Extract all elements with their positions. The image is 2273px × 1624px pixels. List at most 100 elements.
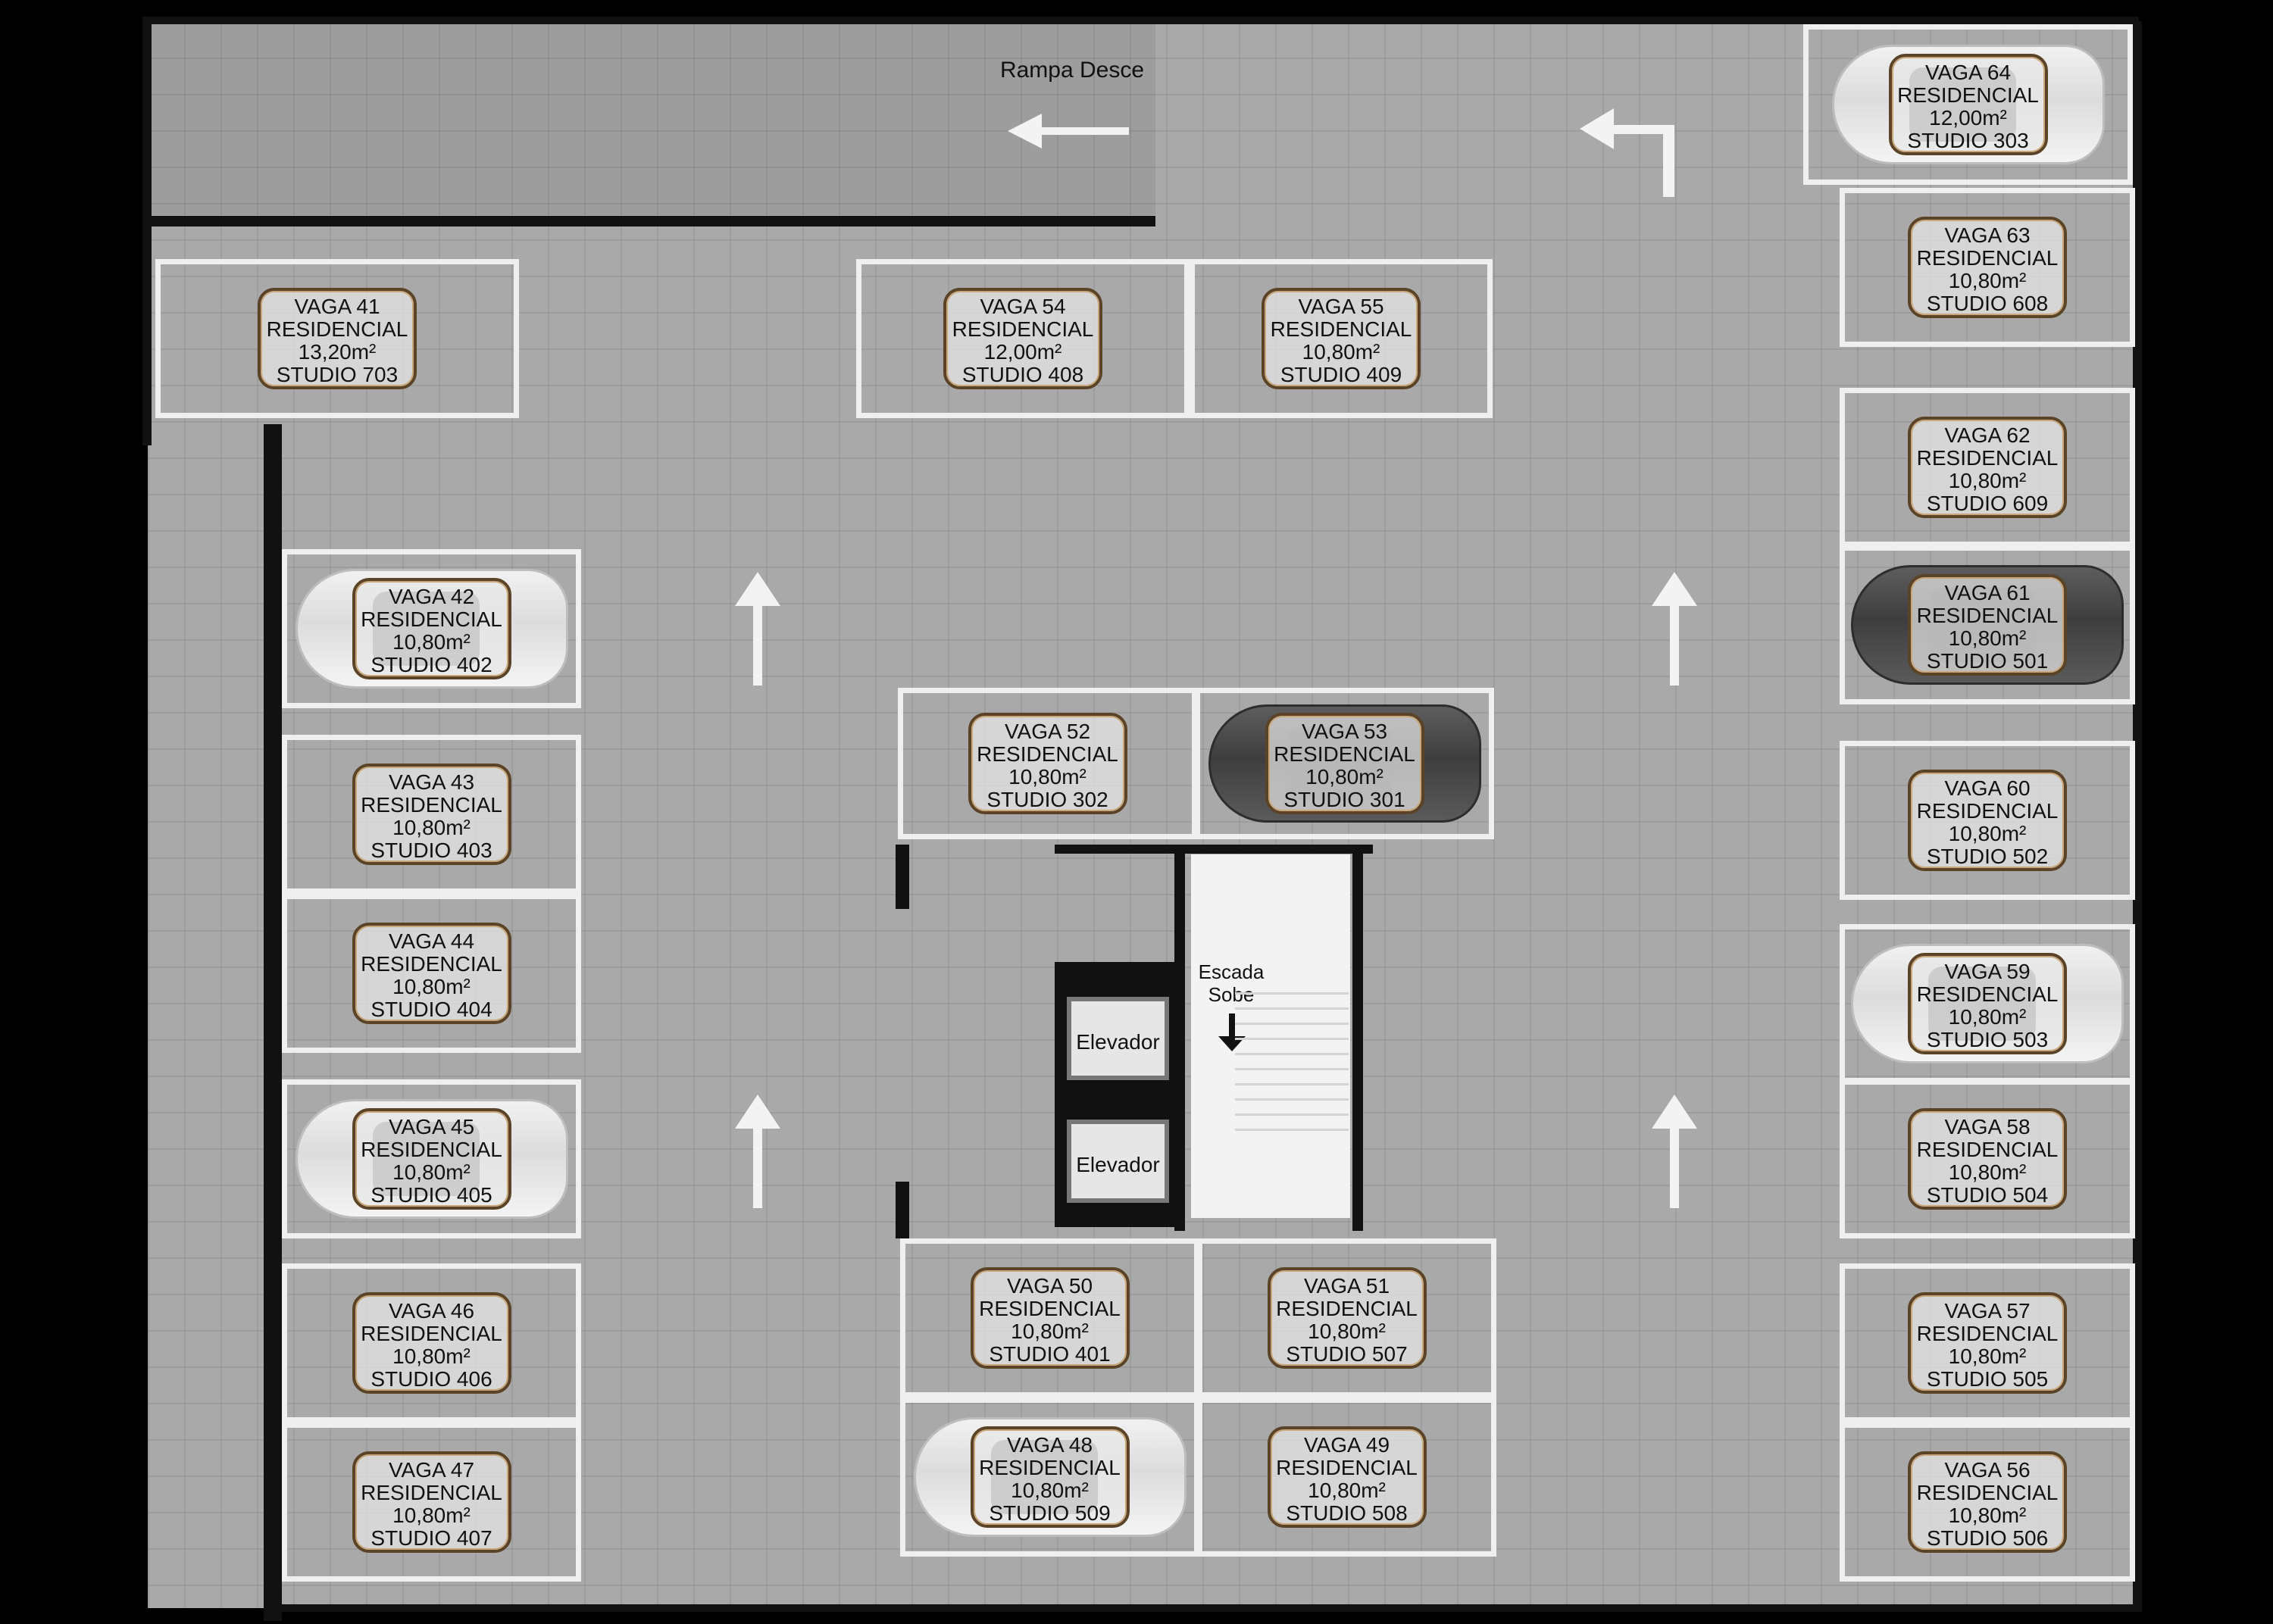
space-unit: STUDIO 703 (276, 363, 399, 386)
parking-space[interactable] (1803, 24, 2133, 185)
space-vaga: VAGA 57 (1944, 1299, 2031, 1323)
turn-arrow-icon (1580, 108, 1674, 197)
space-vaga: VAGA 43 (388, 770, 475, 794)
space-use: RESIDENCIAL (361, 1481, 502, 1504)
space-unit: STUDIO 504 (1926, 1183, 2049, 1207)
parking-space[interactable] (155, 259, 519, 418)
parking-space[interactable] (282, 549, 581, 708)
parking-space[interactable] (1840, 1423, 2135, 1582)
space-use: RESIDENCIAL (1276, 1456, 1418, 1479)
space-use: RESIDENCIAL (1276, 1297, 1418, 1320)
wall-top (142, 17, 2139, 24)
space-use: RESIDENCIAL (977, 742, 1118, 766)
parking-space[interactable] (898, 688, 1197, 839)
core-wall (896, 845, 909, 909)
space-unit: STUDIO 408 (961, 363, 1084, 386)
parking-space[interactable] (282, 1423, 581, 1582)
wall-bottom (264, 1604, 2141, 1612)
space-area: 10,80m² (392, 1344, 471, 1368)
space-area: 12,00m² (1929, 106, 2007, 130)
parking-space[interactable] (1840, 1263, 2135, 1423)
space-area: 10,80m² (1948, 469, 2027, 492)
space-area: 10,80m² (1948, 626, 2027, 650)
space-area: 10,80m² (1948, 1344, 2027, 1368)
space-area: 10,80m² (1948, 1160, 2027, 1184)
wall-left (264, 424, 282, 1621)
space-use: RESIDENCIAL (979, 1456, 1121, 1479)
space-unit: STUDIO 303 (1907, 129, 2029, 152)
parking-space[interactable] (1840, 188, 2135, 347)
parking-space[interactable] (1840, 545, 2135, 704)
space-vaga: VAGA 56 (1944, 1458, 2031, 1482)
space-unit: STUDIO 302 (986, 788, 1108, 811)
space-unit: STUDIO 405 (370, 1183, 492, 1207)
space-area: 10,80m² (1011, 1320, 1089, 1343)
space-unit: STUDIO 508 (1286, 1501, 1408, 1525)
parking-space[interactable] (1840, 741, 2135, 900)
direction-arrow-up-icon (1652, 572, 1697, 686)
elevator-car: Elevador (1067, 997, 1169, 1080)
space-use: RESIDENCIAL (361, 793, 502, 817)
space-vaga: VAGA 45 (388, 1115, 475, 1138)
space-vaga: VAGA 46 (388, 1299, 475, 1323)
parking-space[interactable] (282, 1263, 581, 1423)
space-vaga: VAGA 60 (1944, 776, 2031, 800)
space-area: 10,80m² (392, 1504, 471, 1527)
parking-space[interactable] (900, 1238, 1199, 1398)
space-vaga: VAGA 55 (1298, 295, 1384, 318)
space-area: 10,80m² (1948, 269, 2027, 292)
space-unit: STUDIO 506 (1926, 1526, 2049, 1550)
parking-space[interactable] (900, 1398, 1199, 1557)
space-unit: STUDIO 507 (1286, 1342, 1408, 1366)
space-use: RESIDENCIAL (1916, 1322, 2059, 1345)
parking-space[interactable] (1195, 688, 1494, 839)
parking-space[interactable] (1197, 1398, 1496, 1557)
floor-ramp (148, 21, 1155, 215)
ramp-label: Rampa Desce (999, 58, 1145, 83)
core-wall (1055, 845, 1373, 854)
space-use: RESIDENCIAL (361, 1138, 502, 1161)
space-use: RESIDENCIAL (1916, 1481, 2059, 1504)
stair-label-line-1: Escada (1198, 960, 1265, 983)
parking-space[interactable] (282, 1079, 581, 1238)
space-area: 10,80m² (392, 975, 471, 998)
parking-space[interactable] (1190, 259, 1493, 418)
space-vaga: VAGA 42 (388, 585, 475, 608)
wall-ramp-divider (148, 216, 1155, 226)
space-vaga: VAGA 47 (388, 1458, 475, 1482)
space-use: RESIDENCIAL (361, 1322, 502, 1345)
space-use: RESIDENCIAL (952, 317, 1094, 341)
space-use: RESIDENCIAL (361, 952, 502, 976)
wall-left-upper (142, 21, 152, 445)
parking-space[interactable] (856, 259, 1190, 418)
direction-arrow-up-icon (1652, 1095, 1697, 1208)
space-unit: STUDIO 402 (370, 653, 492, 676)
space-use: RESIDENCIAL (1916, 1138, 2059, 1161)
space-use: RESIDENCIAL (979, 1297, 1121, 1320)
parking-space[interactable] (1840, 924, 2135, 1083)
parking-space[interactable] (282, 735, 581, 894)
parking-space[interactable] (282, 894, 581, 1053)
space-unit: STUDIO 509 (989, 1501, 1111, 1525)
space-area: 13,20m² (298, 340, 377, 364)
ramp-arrow-left-icon (1008, 114, 1129, 148)
space-area: 10,80m² (1948, 1005, 2027, 1029)
space-unit: STUDIO 406 (370, 1367, 492, 1391)
parking-space[interactable] (1197, 1238, 1496, 1398)
elevator-label: Elevador (1076, 1153, 1160, 1176)
parking-space[interactable] (1840, 388, 2135, 547)
elevator-car: Elevador (1067, 1120, 1169, 1203)
stair-steps (1235, 992, 1349, 1144)
